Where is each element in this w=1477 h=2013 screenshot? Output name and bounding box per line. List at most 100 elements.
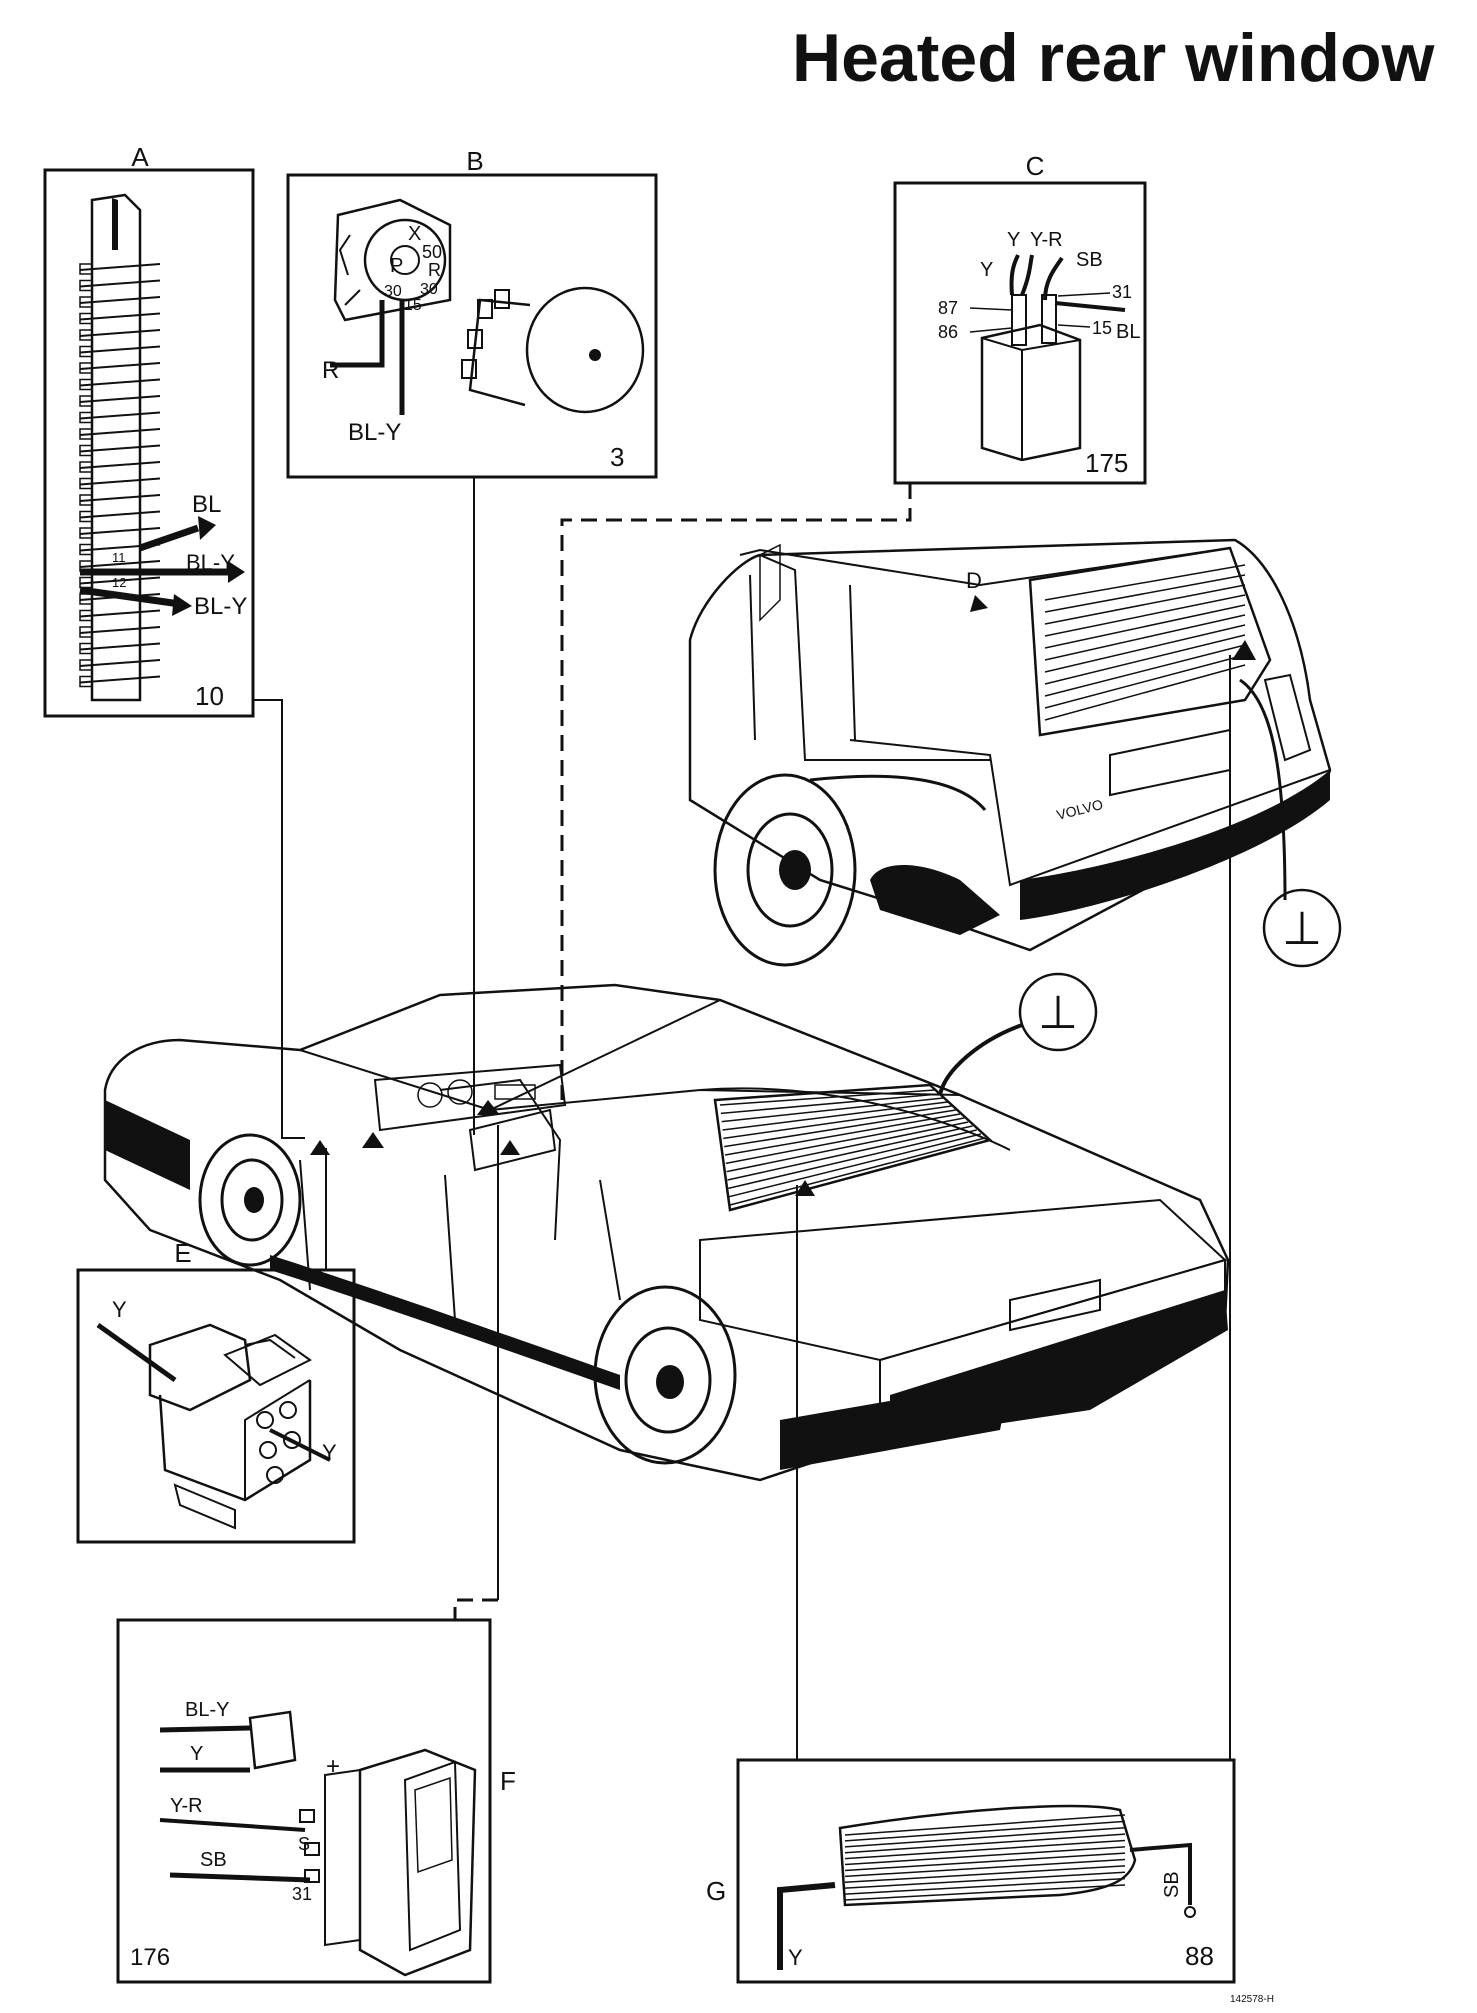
- fuse: [79, 659, 93, 671]
- rocker-terminal-s: S: [298, 1834, 310, 1854]
- fuse-box-illustration: [79, 193, 161, 702]
- page-title: Heated rear window: [792, 20, 1435, 96]
- panel-a-letter: A: [131, 142, 149, 172]
- drawing-line: [844, 1826, 1126, 1848]
- drawing-line: [724, 1109, 956, 1148]
- panel-e-wire-2: Y: [322, 1440, 337, 1465]
- drawing-line: [844, 1884, 1126, 1901]
- panel-a: A 10 BL BL-Y BL-Y 11 12: [43, 142, 255, 718]
- fuse: [79, 312, 93, 325]
- panel-f: F 176 BL-Y Y Y-R SB + S 31: [116, 1618, 516, 1984]
- fuse: [79, 543, 93, 556]
- panel-c-letter: C: [1026, 151, 1045, 181]
- drawing-line: [721, 1097, 944, 1123]
- drawing-line: [79, 642, 161, 651]
- fuse: [79, 626, 93, 638]
- panel-e-wire-1: Y: [112, 1297, 127, 1322]
- fuse: [79, 378, 93, 391]
- drawing-line: [1044, 654, 1246, 709]
- fuse: [79, 329, 93, 341]
- drawing-line: [1044, 584, 1246, 625]
- panel-f-wire-yr: Y-R: [170, 1795, 203, 1817]
- drawing-line: [728, 1129, 977, 1190]
- ignition-terminal-p: P: [390, 255, 403, 277]
- drawing-line: [844, 1871, 1126, 1889]
- drawing-line: [844, 1877, 1126, 1895]
- drawing-line: [729, 1137, 986, 1206]
- drawing-line: [726, 1121, 969, 1173]
- drawing-line: [1044, 604, 1246, 649]
- drawing-line: [1044, 574, 1246, 613]
- ignition-switch-illustration: [330, 198, 645, 415]
- relay-terminal-31: 31: [1112, 282, 1132, 302]
- drawing-line: [844, 1833, 1126, 1854]
- drawing-line: [79, 345, 161, 354]
- relay-wire-yr: Y-R: [1030, 229, 1063, 251]
- relay-illustration: [969, 254, 1126, 462]
- fuse-box-wire-arrows: [79, 516, 245, 616]
- panel-b-wire-bly: BL-Y: [348, 419, 401, 446]
- drawing-line: [79, 395, 161, 403]
- drawing-line: [1044, 644, 1246, 697]
- drawing-line: [79, 263, 161, 271]
- panel-f-letter: F: [500, 1766, 516, 1796]
- drawing-line: [844, 1865, 1126, 1884]
- drawing-line: [79, 362, 161, 370]
- fuse: [79, 428, 93, 440]
- fuse: [79, 675, 93, 688]
- estate-car-rear-illustration: VOLVO D: [688, 538, 1332, 967]
- drawing-line: [722, 1101, 948, 1131]
- panel-b: B 3 X 50 P R 30 30 15 R BL-Y: [286, 146, 658, 479]
- fuse-number-11: 11: [112, 550, 126, 565]
- fuse: [79, 279, 93, 292]
- panel-g-wire-sb: SB: [1161, 1871, 1183, 1898]
- drawing-line: [79, 609, 161, 618]
- panel-g-wire-y: Y: [788, 1945, 803, 1970]
- ignition-terminal-15: 15: [404, 297, 422, 314]
- fuse: [79, 263, 93, 275]
- panel-f-wire-bly: BL-Y: [185, 1699, 229, 1721]
- fuse-number-12: 12: [112, 575, 126, 590]
- panel-b-letter: B: [466, 146, 483, 176]
- panel-g-letter: G: [706, 1876, 726, 1906]
- drawing-line: [844, 1858, 1126, 1878]
- fuse: [79, 461, 93, 473]
- drawing-code: 142578-H: [1230, 1994, 1274, 2005]
- panel-a-wire-1: BL: [192, 491, 221, 518]
- drawing-line: [79, 675, 161, 684]
- panel-c: C 175 Y Y-R Y SB 31 87 86 15 BL: [893, 151, 1147, 485]
- drawing-line: [844, 1839, 1126, 1860]
- drawing-line: [1044, 594, 1246, 637]
- relay-terminal-87: 87: [938, 298, 958, 318]
- drawing-line: [79, 428, 161, 436]
- drawing-line: [79, 560, 161, 568]
- fuse: [79, 411, 93, 424]
- ignition-terminal-r: R: [428, 260, 441, 280]
- panel-f-number: 176: [130, 1944, 170, 1971]
- drawing-line: [844, 1846, 1126, 1866]
- fuse: [79, 609, 93, 622]
- drawing-line: [1044, 634, 1246, 685]
- relay-terminal-15: 15: [1092, 318, 1112, 338]
- drawing-line: [723, 1105, 952, 1140]
- drawing-line: [79, 626, 161, 634]
- drawing-line: [727, 1125, 973, 1181]
- fuse: [79, 395, 93, 407]
- panel-c-number: 175: [1085, 448, 1128, 478]
- drawing-line: [844, 1814, 1126, 1836]
- ground-icon: ⊥: [1038, 986, 1078, 1038]
- fuse: [79, 494, 93, 506]
- panel-a-wire-2: BL-Y: [186, 550, 235, 575]
- drawing-line: [79, 444, 161, 453]
- switch-connector-illustration: [96, 1322, 331, 1530]
- drawing-line: [719, 1089, 936, 1106]
- panel-e-letter: E: [174, 1238, 191, 1268]
- panel-f-wire-y: Y: [190, 1743, 203, 1765]
- panel-b-number: 3: [610, 442, 624, 472]
- drawing-line: [728, 1133, 982, 1198]
- relay-wire-bl: BL: [1116, 321, 1140, 343]
- drawing-line: [725, 1117, 965, 1165]
- panel-b-wire-r: R: [322, 357, 339, 384]
- ground-symbol-sedan: ⊥: [1018, 972, 1098, 1052]
